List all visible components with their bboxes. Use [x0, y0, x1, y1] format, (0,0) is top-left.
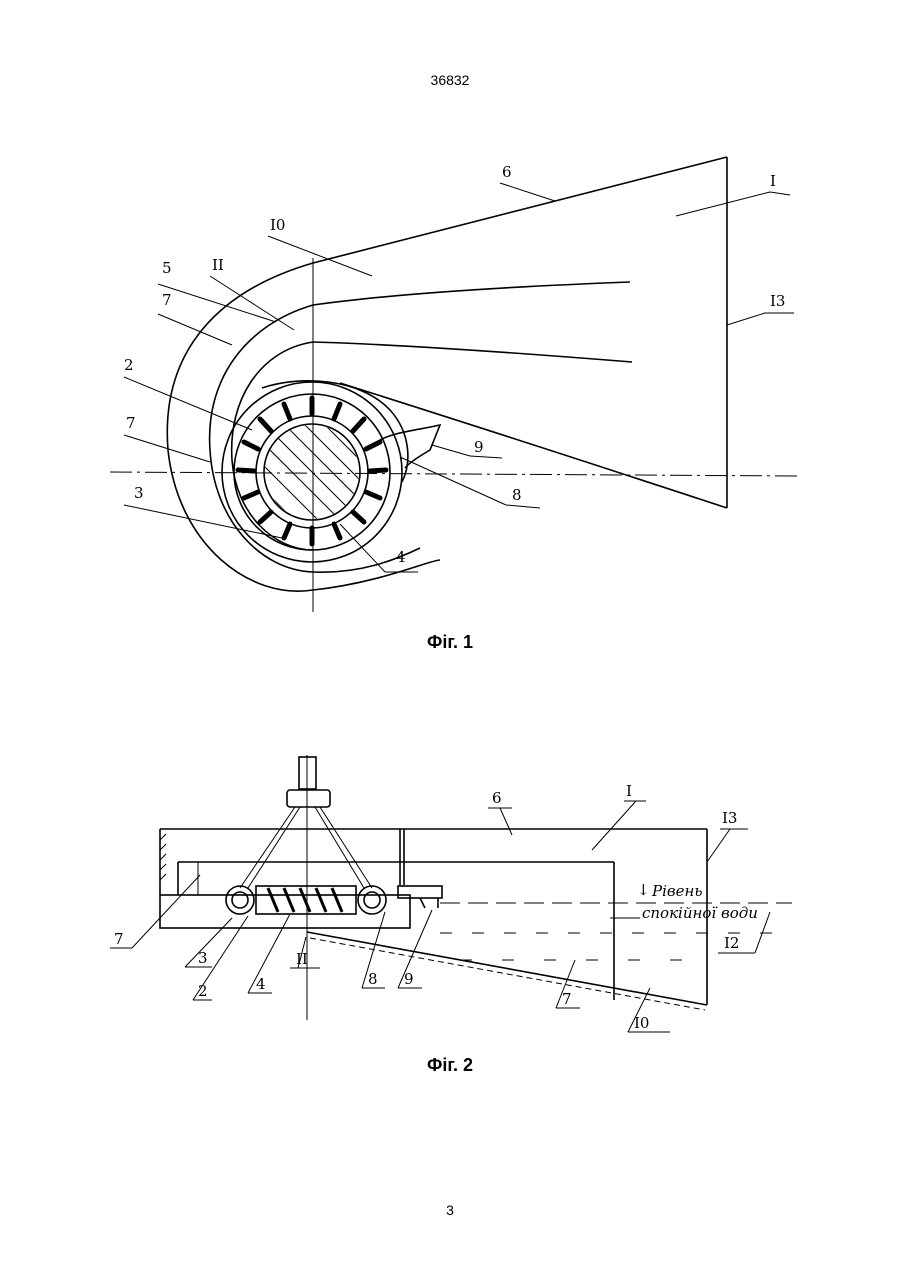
water-level-label-line1: Рівень	[651, 882, 703, 900]
page-number: 3	[0, 1202, 900, 1218]
fig2-label-8: 8	[368, 970, 378, 988]
fig1-label-2: 2	[124, 356, 134, 374]
fig1-label-5: 5	[162, 259, 172, 277]
figure-1-geometry	[110, 157, 800, 612]
fig2-label-1: I	[626, 782, 632, 800]
fig2-label-3: 3	[198, 949, 208, 967]
fig1-label-9: 9	[474, 438, 484, 456]
fig1-label-8: 8	[512, 486, 522, 504]
fig1-label-13: I3	[770, 292, 785, 310]
fig1-label-3: 3	[134, 484, 144, 502]
fig2-label-7a: 7	[114, 930, 124, 948]
fig1-label-11: II	[212, 256, 224, 274]
figure-1-caption: Фіг. 1	[0, 632, 900, 653]
water-level-label-line2: спокійної води	[642, 904, 758, 922]
figure-2-labels: 6 I I3 7 3 2 4 II 8 9 7 I0 I2 Рівень спо…	[114, 782, 758, 1032]
fig1-label-6: 6	[502, 163, 512, 181]
fig2-label-9: 9	[404, 970, 414, 988]
fig1-label-4: 4	[396, 548, 406, 566]
fig1-label-7a: 7	[162, 291, 172, 309]
fig2-label-2: 2	[198, 982, 208, 1000]
fig2-label-13: I3	[722, 809, 737, 827]
fig2-label-10: I0	[634, 1014, 649, 1032]
fig2-label-4: 4	[256, 975, 266, 993]
fig1-label-7b: 7	[126, 414, 136, 432]
fig2-label-6: 6	[492, 789, 502, 807]
figure-1-drawing: I I3 6 I0 5 II 7 2 7 3 4 9 8	[0, 0, 900, 630]
fig1-label-10: I0	[270, 216, 285, 234]
fig1-label-1: I	[770, 172, 776, 190]
fig2-label-7b: 7	[562, 990, 572, 1008]
fig2-label-12: I2	[724, 934, 739, 952]
figure-2-drawing: 6 I I3 7 3 2 4 II 8 9 7 I0 I2 Рівень спо…	[0, 690, 900, 1060]
fig2-label-11: II	[296, 950, 308, 968]
water-level-arrow-icon: ↓	[637, 881, 650, 899]
figure-2-caption: Фіг. 2	[0, 1055, 900, 1076]
